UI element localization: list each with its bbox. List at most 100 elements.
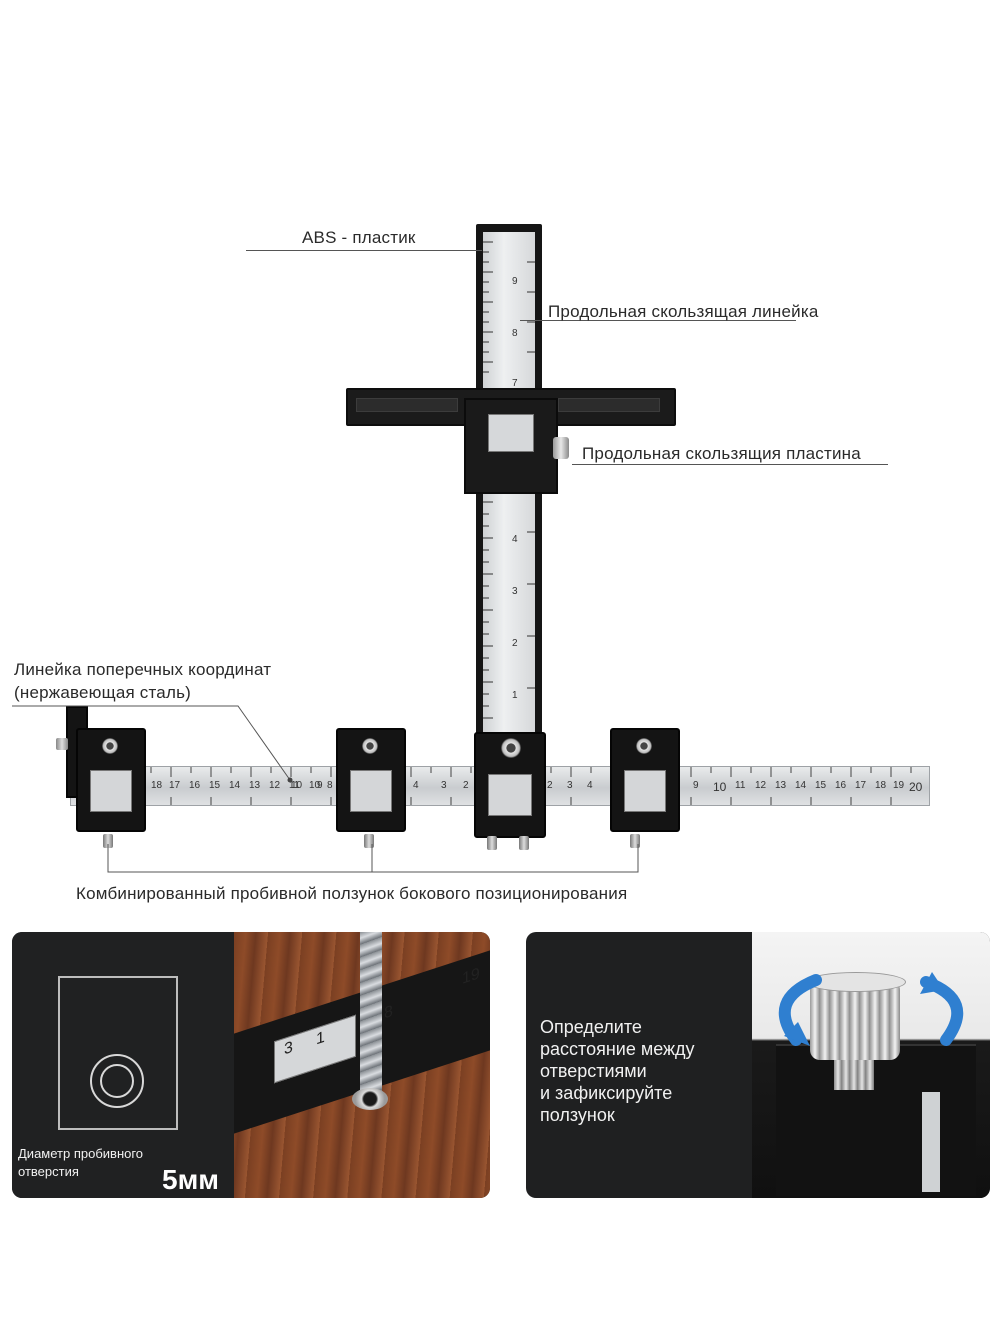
- hole-diameter-label-line1: Диаметр пробивного: [18, 1146, 144, 1161]
- longitudinal-ruler-ticks: [483, 241, 535, 719]
- photo-ruler-num: 8: [384, 1002, 393, 1023]
- hole-outer-ring-icon: [90, 1054, 144, 1108]
- slider-outline: [58, 976, 178, 1130]
- photo-ruler-edge: [922, 1092, 940, 1192]
- punch-hole-icon: [636, 738, 652, 754]
- photo-ruler-num: 3: [284, 1038, 293, 1059]
- slider-window: [488, 774, 532, 816]
- long-ruler-label: Продольная скользящая линейка: [548, 302, 819, 321]
- vruler-num-7: 7: [512, 378, 518, 389]
- cross-ruler-num: 16: [835, 780, 847, 791]
- slider-plate-window: [488, 414, 534, 452]
- longitudinal-ruler-face-bottom: [483, 490, 535, 742]
- cross-ruler-num: 4: [413, 780, 419, 791]
- cross-ruler-num: 18: [875, 780, 887, 791]
- punch-slider-leader-lines: [107, 844, 639, 873]
- lock-instruction-line5: ползунок: [540, 1105, 615, 1125]
- screw-icon: [630, 834, 640, 848]
- knob-shaft-icon: [834, 1054, 874, 1090]
- cross-ruler-num: 17: [169, 780, 181, 791]
- vruler-num-8: 8: [512, 328, 518, 339]
- cross-ruler-num: 18: [151, 780, 163, 791]
- punch-hole-icon: [362, 738, 378, 754]
- cross-ruler-num: 4: [587, 780, 593, 791]
- lock-instruction-line4: и зафиксируйте: [540, 1083, 673, 1103]
- cross-ruler-num: 13: [775, 780, 787, 791]
- cross-ruler-label-line1: Линейка поперечных координат: [14, 660, 272, 679]
- hole-inner-ring-icon: [100, 1064, 134, 1098]
- cross-ruler-num: 14: [229, 780, 241, 791]
- hole-diagram-area: Диаметр пробивного отверстия 5мм: [12, 932, 234, 1198]
- cross-ruler-num: 11: [289, 780, 300, 791]
- photo-ruler-num: 1: [316, 1028, 325, 1049]
- vruler-num-2: 2: [512, 638, 518, 649]
- longitudinal-ruler-face-top: [483, 232, 535, 390]
- long-plate-label: Продольная скользящия пластина: [582, 444, 861, 463]
- thumb-screw-knob-icon: [810, 980, 900, 1060]
- knob-photo: [752, 932, 990, 1198]
- lock-knob-panel: Определите расстояние между отверстиями …: [526, 932, 990, 1198]
- cross-ruler-num: 12: [755, 780, 767, 791]
- cross-ruler-leader-line: [12, 705, 293, 783]
- vruler-num-4: 4: [512, 534, 518, 545]
- cross-ruler-num: 12: [269, 780, 281, 791]
- lock-instruction-line3: отверстиями: [540, 1061, 647, 1081]
- cross-ruler-num: 10: [309, 780, 321, 791]
- drill-photo: 3 1 8 19: [234, 932, 490, 1198]
- punch-slider-center[interactable]: [474, 732, 546, 838]
- punch-hole-icon: [501, 738, 521, 758]
- slider-window: [624, 770, 666, 812]
- drill-bit-icon: [360, 932, 382, 1102]
- lock-knob-icon[interactable]: [553, 437, 569, 459]
- slider-window: [350, 770, 392, 812]
- screw-icon: [103, 834, 113, 848]
- cross-ruler-num: 19: [893, 780, 905, 791]
- cross-ruler-num: 2: [463, 780, 469, 791]
- cross-ruler-num: 8: [327, 780, 333, 791]
- cross-ruler-num: 3: [567, 780, 573, 791]
- cross-ruler-num: 9: [317, 780, 323, 791]
- screw-icon: [519, 836, 529, 850]
- punch-hole-icon: [102, 738, 118, 754]
- lock-instruction-line1: Определите: [540, 1017, 642, 1037]
- cross-ruler-num: 16: [189, 780, 201, 791]
- vruler-num-9: 9: [512, 276, 518, 287]
- abs-label: ABS - пластик: [302, 228, 416, 247]
- vruler-num-3: 3: [512, 586, 518, 597]
- cross-ruler-num: 3: [441, 780, 447, 791]
- punch-slider-label: Комбинированный пробивной ползунок боков…: [76, 884, 628, 903]
- punch-slider-center-left[interactable]: [336, 728, 406, 832]
- cross-ruler-num: 11: [735, 780, 746, 791]
- cross-ruler-num: 15: [815, 780, 827, 791]
- cross-ruler-num: 17: [855, 780, 867, 791]
- cross-ruler-num: 13: [249, 780, 261, 791]
- hole-diameter-label-line2: отверстия: [18, 1164, 79, 1179]
- hole-diameter-value: 5мм: [162, 1164, 219, 1195]
- cross-ruler-label-line2: (нержавеющая сталь): [14, 683, 191, 702]
- punch-slider-right[interactable]: [610, 728, 680, 832]
- cross-ruler-num: 9: [693, 780, 699, 791]
- abs-leader-line: [246, 250, 482, 251]
- longitudinal-slider-plate[interactable]: [464, 398, 558, 494]
- cross-ruler-num: 2: [547, 780, 553, 791]
- photo-plate-body: [776, 1044, 976, 1196]
- punch-slider-left[interactable]: [76, 728, 146, 832]
- lock-instruction-text: Определите расстояние между отверстиями …: [540, 1016, 695, 1126]
- cross-ruler-num: 10: [291, 780, 303, 791]
- long-ruler-leader-line: [520, 320, 796, 321]
- vruler-num-1: 1: [512, 690, 518, 701]
- t-bar-slot: [558, 398, 660, 412]
- long-plate-leader-line: [572, 464, 888, 465]
- cross-ruler-num: 10: [713, 780, 727, 794]
- cross-ruler-num: 14: [795, 780, 807, 791]
- cross-ruler-num: 20: [909, 780, 923, 794]
- slider-window: [90, 770, 132, 812]
- lock-instruction-line2: расстояние между: [540, 1039, 695, 1059]
- hole-diameter-panel: Диаметр пробивного отверстия 5мм 3 1 8 1…: [12, 932, 490, 1198]
- screw-icon: [364, 834, 374, 848]
- rotate-arrows-icon: [778, 972, 964, 1046]
- screw-icon: [487, 836, 497, 850]
- cross-ruler-num: 15: [209, 780, 221, 791]
- end-stop-screw-icon: [56, 738, 68, 750]
- drill-hole-icon: [352, 1088, 388, 1110]
